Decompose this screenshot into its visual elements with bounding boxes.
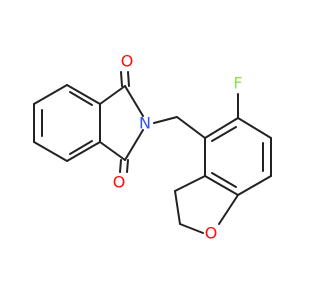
phthalimide-benzene-ring [33,84,101,162]
dihydrobenzofuran-benzene-ring [204,117,272,196]
atom-labels: O O N F O [113,52,243,243]
oxygen-atom-top-label: O [121,52,134,71]
methylene-linker [153,116,206,139]
nitrogen-atom-label: N [139,114,151,133]
oxygen-atom-bottom-label: O [113,173,126,192]
imide-ring [99,85,144,161]
ring-oxygen-atom-label: O [205,224,218,243]
dihydrofuran-ring [174,175,239,234]
carbonyl-bonds [119,71,130,173]
fluorine-atom-label: F [233,74,242,93]
molecule-structure-diagram: O O N F O [33,52,272,243]
